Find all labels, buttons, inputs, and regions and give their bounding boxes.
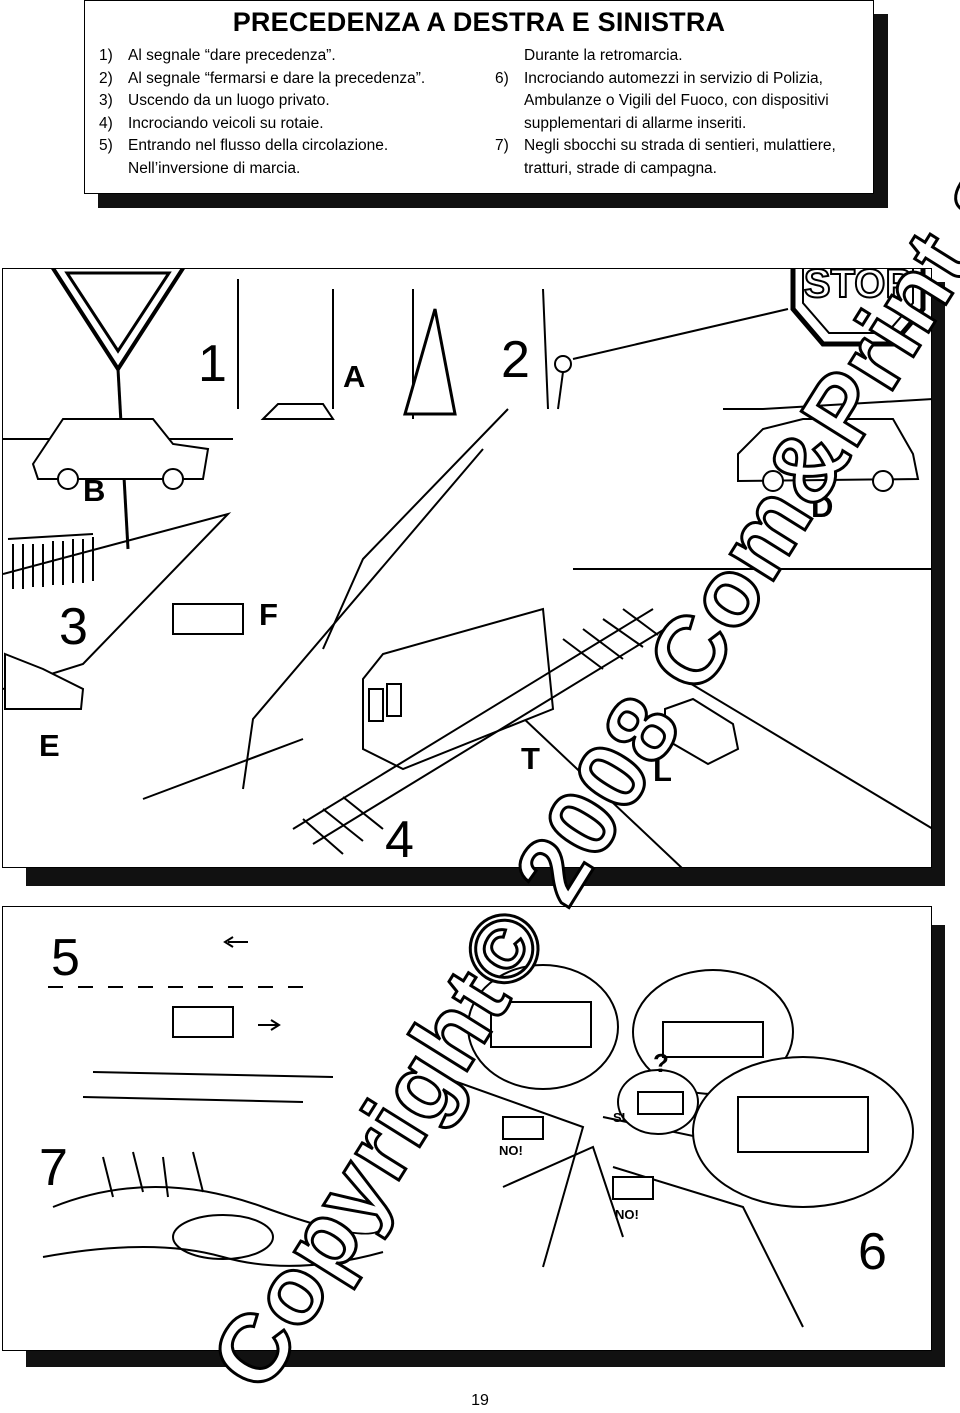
- vehicles: [4, 403, 920, 771]
- figure-number-6: 6: [858, 1223, 887, 1281]
- car-private-exit: [172, 603, 244, 635]
- figure-letter-t: T: [521, 741, 540, 776]
- thought-bubbles: [467, 964, 914, 1208]
- emergency-and-path-illustration: NO! NO! SI ? 5 7 6: [39, 929, 914, 1328]
- rule-5-retromarcia: Durante la retromarcia.: [495, 45, 865, 68]
- rules-right-column: Durante la retromarcia. 6) Incrociando au…: [495, 45, 865, 180]
- road-label-si: SI: [613, 1110, 625, 1125]
- figure-number-5: 5: [51, 929, 80, 987]
- car-small: [664, 697, 740, 766]
- car-distant: [260, 403, 335, 420]
- rule-number: 6): [495, 69, 509, 87]
- rule-text: Entrando nel flusso della circolazione.: [128, 137, 389, 154]
- rule-number: 5): [99, 137, 113, 154]
- stop-sign: STOP: [554, 269, 926, 410]
- figure-letter-l: L: [653, 753, 672, 788]
- rule-number: 2): [99, 69, 113, 87]
- rule-5: 5) Entrando nel flusso della circolazione…: [99, 135, 499, 158]
- figure-letter-d: D: [811, 489, 833, 524]
- fire-truck: [737, 1096, 869, 1153]
- rule-text: Uscendo da un luogo privato.: [128, 92, 330, 109]
- tram: [362, 607, 555, 771]
- road-label-no-1: NO!: [499, 1143, 523, 1158]
- page-title: PRECEDENZA A DESTRA E SINISTRA: [232, 7, 726, 37]
- rule-text: Incrociando veicoli su rotaie.: [128, 114, 324, 132]
- figure-number-4: 4: [385, 811, 414, 868]
- illustration-panel-2: NO! NO! SI ? 5 7 6: [2, 906, 932, 1351]
- yield-sign: [51, 269, 185, 550]
- rule-text: Al segnale “fermarsi e dare la precedenz…: [128, 69, 426, 87]
- intersection-illustration: STOP 1 A: [3, 269, 931, 868]
- car-thinking: [637, 1091, 684, 1115]
- car-no-right: [612, 1176, 654, 1200]
- rail-tracks: [292, 608, 674, 855]
- police-car: [662, 1021, 764, 1058]
- question-mark: ?: [653, 1048, 669, 1078]
- figure-number-2: 2: [501, 331, 530, 389]
- figure-number-7: 7: [39, 1139, 68, 1197]
- figure-letter-e: E: [39, 728, 60, 763]
- car-no-left: [502, 1116, 544, 1140]
- lane-markings: [48, 936, 334, 1103]
- rule-text: Al segnale “dare precedenza”.: [128, 47, 336, 64]
- figure-number-3: 3: [59, 598, 88, 656]
- rule-number: 3): [99, 92, 113, 109]
- figure-letter-b: B: [83, 473, 105, 508]
- car-left-edge: [4, 652, 85, 710]
- ambulance: [490, 1001, 592, 1048]
- rule-6: 6) Incrociando automezzi in servizio di P…: [495, 68, 865, 136]
- rule-text: Negli sbocchi su strada di sentieri, mul…: [524, 137, 836, 177]
- illustration-panel-1: STOP 1 A: [2, 268, 932, 868]
- rules-header-box: PRECEDENZA A DESTRA E SINISTRA 1) Al segn…: [84, 0, 874, 194]
- rule-5-continued: Nell’inversione di marcia.: [99, 158, 499, 181]
- country-path: [42, 1151, 384, 1267]
- rule-number: 1): [99, 47, 113, 64]
- car-left: [31, 418, 210, 480]
- road-label-no-2: NO!: [615, 1207, 639, 1222]
- rules-left-column: 1) Al segnale “dare precedenza”. 2) Al seg…: [99, 45, 499, 180]
- rule-1: 1) Al segnale “dare precedenza”.: [99, 45, 499, 68]
- rule-text: Nell’inversione di marcia.: [128, 159, 301, 177]
- page-number: 19: [471, 1392, 489, 1409]
- rule-7: 7) Negli sbocchi su strada di sentieri, m…: [495, 135, 865, 180]
- rule-number: 4): [99, 114, 113, 132]
- figure-letter-f: F: [259, 597, 278, 632]
- rule-text: Durante la retromarcia.: [524, 47, 683, 64]
- rule-number: 7): [495, 137, 509, 154]
- rule-2: 2) Al segnale “fermarsi e dare la precede…: [99, 68, 499, 91]
- stop-sign-text: STOP: [804, 269, 912, 306]
- figure-letter-a: A: [343, 359, 365, 394]
- fence: [7, 533, 94, 589]
- road-lines: [3, 279, 931, 867]
- figure-number-1: 1: [198, 335, 227, 393]
- rule-3: 3) Uscendo da un luogo privato.: [99, 90, 499, 113]
- rule-text: Incrociando automezzi in servizio di Pol…: [524, 69, 829, 132]
- rule-4: 4) Incrociando veicoli su rotaie.: [99, 113, 499, 136]
- traffic-island: [403, 308, 457, 416]
